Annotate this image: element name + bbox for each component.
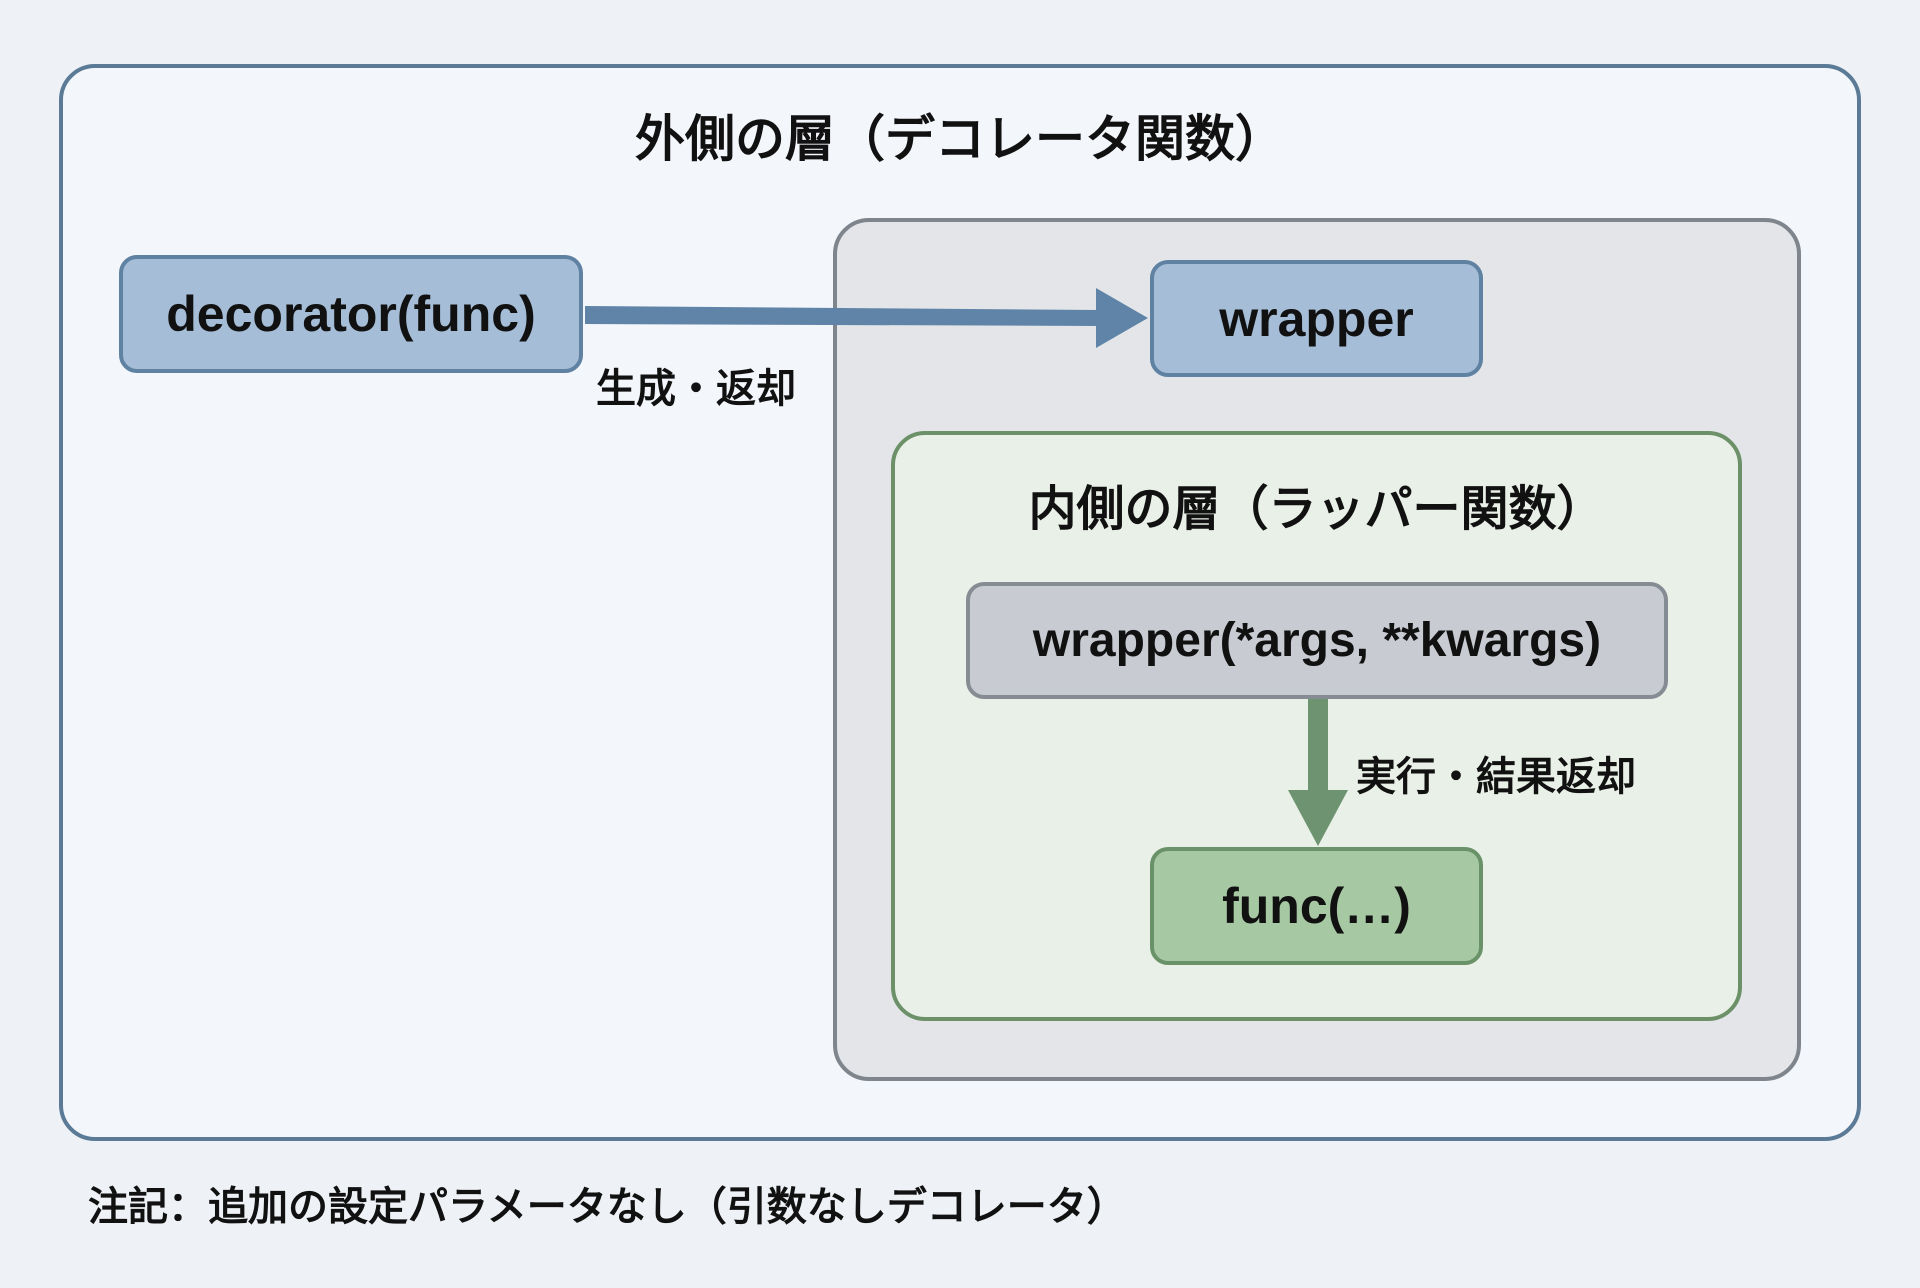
decorator-node: decorator(func) (119, 255, 583, 373)
footnote: 注記：追加の設定パラメータなし（引数なしデコレータ） (88, 1184, 1127, 1230)
arrow-shaft (1308, 699, 1328, 793)
edge-label-create-return: 生成・返却 (596, 366, 796, 412)
edge-label-execute-return: 実行・結果返却 (1356, 754, 1636, 800)
arrow-head (1096, 288, 1148, 348)
arrow-head (1288, 790, 1348, 846)
func-node: func(…) (1150, 847, 1483, 965)
wrapper-call-node: wrapper(*args, **kwargs) (966, 582, 1668, 699)
arrow-wrapper-call-to-func (1288, 699, 1348, 846)
outer-layer-title: 外側の層（デコレータ関数） (635, 110, 1285, 168)
wrapper-node: wrapper (1150, 260, 1483, 377)
arrow-shaft (585, 306, 1098, 326)
arrow-decorator-to-wrapper (585, 288, 1148, 348)
inner-layer-title: 内側の層（ラッパー関数） (1028, 481, 1605, 537)
